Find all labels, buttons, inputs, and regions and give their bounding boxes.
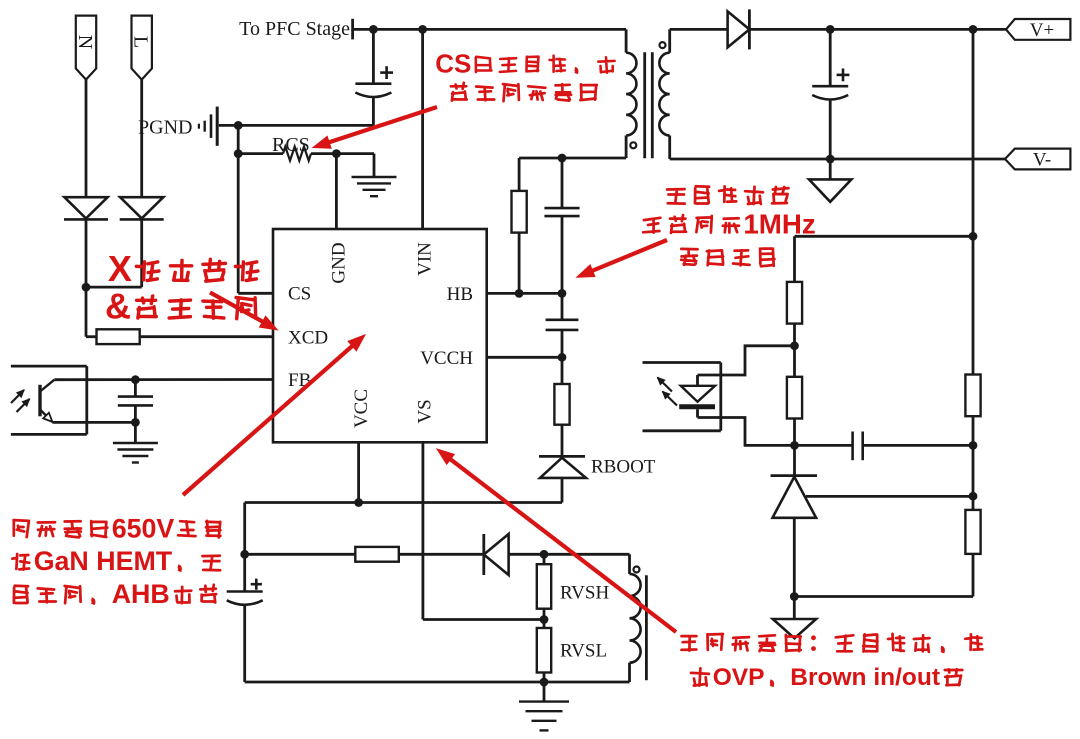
svg-text:GND: GND bbox=[329, 242, 350, 283]
svg-text:RVSL: RVSL bbox=[560, 641, 607, 662]
svg-text:HB: HB bbox=[447, 284, 473, 305]
svg-text:VCC: VCC bbox=[351, 389, 372, 428]
svg-text:X: X bbox=[108, 248, 132, 289]
svg-text:1MHz: 1MHz bbox=[743, 208, 815, 239]
svg-text:L: L bbox=[130, 36, 152, 48]
svg-text:VCCH: VCCH bbox=[420, 348, 473, 369]
svg-text:RBOOT: RBOOT bbox=[591, 457, 656, 478]
svg-text:V+: V+ bbox=[1030, 20, 1054, 41]
svg-text:OVP: OVP bbox=[713, 664, 765, 691]
svg-text:VS: VS bbox=[415, 399, 436, 423]
svg-text:V-: V- bbox=[1033, 150, 1051, 171]
svg-text:GaN HEMT: GaN HEMT bbox=[34, 546, 173, 576]
svg-text:XCD: XCD bbox=[288, 327, 328, 348]
svg-text:VIN: VIN bbox=[415, 242, 436, 276]
svg-text:CS: CS bbox=[288, 284, 311, 305]
svg-text:Brown in/out: Brown in/out bbox=[790, 664, 940, 691]
svg-text:PGND: PGND bbox=[138, 117, 192, 139]
svg-text:650V: 650V bbox=[112, 513, 175, 543]
svg-text:&: & bbox=[105, 286, 131, 327]
svg-text:RVSH: RVSH bbox=[560, 583, 609, 604]
svg-text:To PFC Stage: To PFC Stage bbox=[239, 18, 350, 40]
svg-text:AHB: AHB bbox=[112, 579, 170, 609]
svg-text:N: N bbox=[74, 35, 96, 49]
svg-text:CS: CS bbox=[435, 48, 471, 78]
